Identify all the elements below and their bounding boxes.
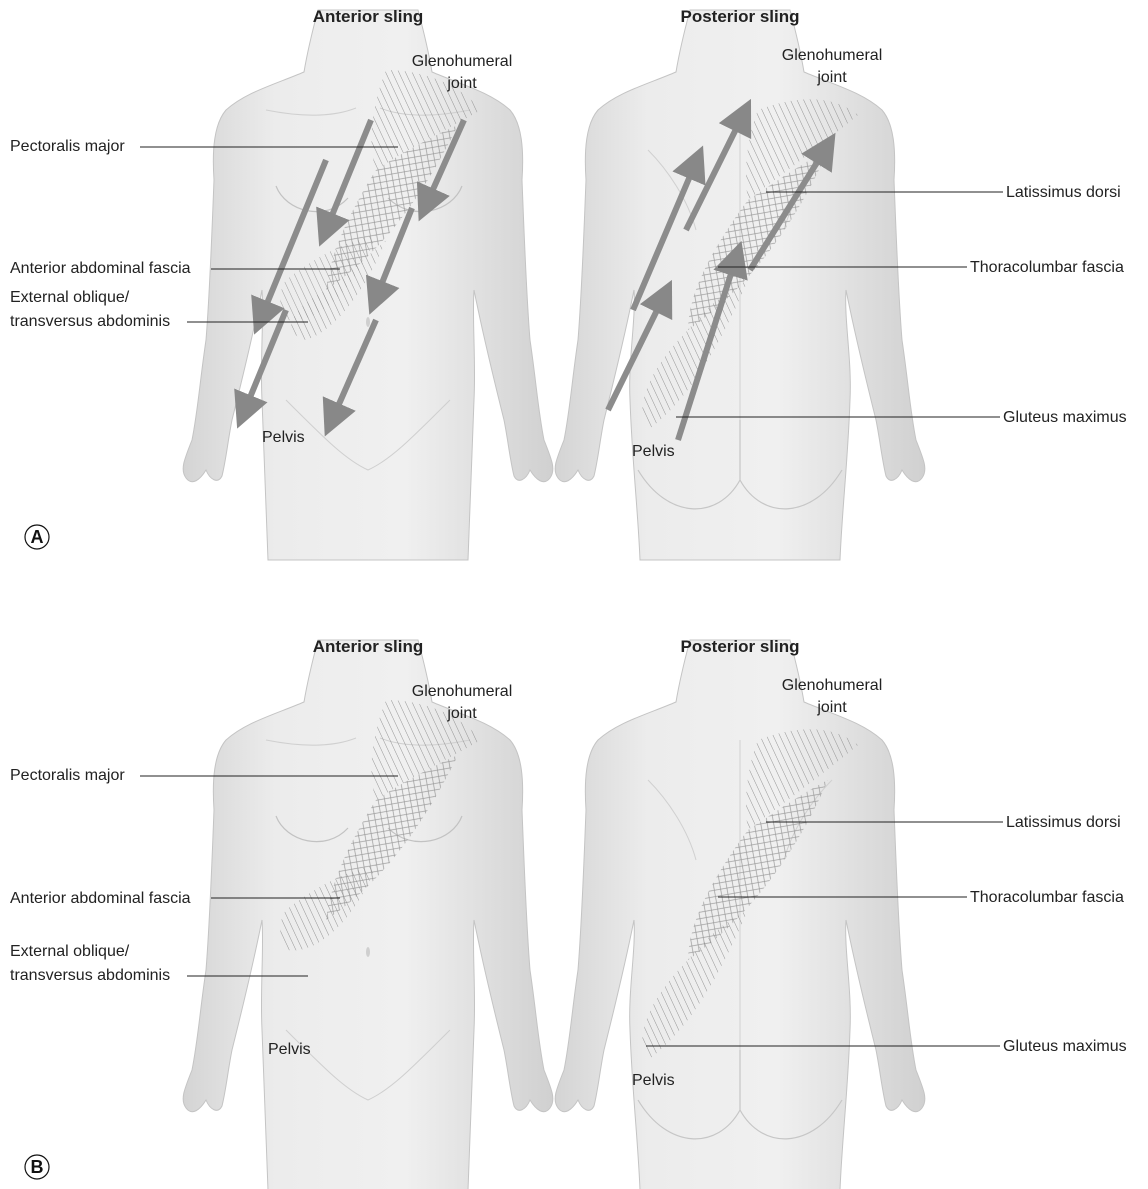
label-external-oblique-b-1: External oblique/	[10, 943, 130, 960]
label-glenohumeral-b-front-1: Glenohumeral	[412, 683, 513, 700]
label-glenohumeral-b-back-1: Glenohumeral	[782, 677, 883, 694]
label-glenohumeral-b-back-2: joint	[816, 699, 847, 716]
label-pelvis-b-front: Pelvis	[268, 1041, 311, 1058]
panel-letter-b: B	[31, 1157, 44, 1177]
posterior-sling-title-a: Posterior sling	[680, 7, 799, 26]
posterior-sling-title-b: Posterior sling	[680, 637, 799, 656]
label-glenohumeral-a-front-2: joint	[446, 75, 477, 92]
label-abdominal-fascia-a: Anterior abdominal fascia	[10, 260, 191, 277]
posterior-figure-b	[555, 640, 925, 1189]
panel-a: Anterior sling Posterior sling Glenohume…	[10, 7, 1127, 560]
label-glenohumeral-b-front-2: joint	[446, 705, 477, 722]
label-external-oblique-b-2: transversus abdominis	[10, 967, 170, 984]
label-glenohumeral-a-back-1: Glenohumeral	[782, 47, 883, 64]
label-latissimus-dorsi-b: Latissimus dorsi	[1006, 814, 1121, 831]
posterior-figure-a	[555, 10, 925, 560]
label-glenohumeral-a-front-1: Glenohumeral	[412, 53, 513, 70]
anterior-sling-title-a: Anterior sling	[313, 7, 424, 26]
label-thoracolumbar-b: Thoracolumbar fascia	[970, 889, 1124, 906]
label-pelvis-b-back: Pelvis	[632, 1072, 675, 1089]
label-pectoralis-major-b: Pectoralis major	[10, 767, 125, 784]
label-glenohumeral-a-back-2: joint	[816, 69, 847, 86]
label-abdominal-fascia-b: Anterior abdominal fascia	[10, 890, 191, 907]
label-gluteus-maximus-a: Gluteus maximus	[1003, 409, 1127, 426]
panel-letter-a: A	[31, 527, 44, 547]
label-pectoralis-major-a: Pectoralis major	[10, 138, 125, 155]
anterior-figure-a	[183, 10, 553, 560]
anterior-figure-b	[183, 640, 553, 1189]
label-external-oblique-a-line2: transversus abdominis	[10, 313, 170, 330]
label-thoracolumbar-a: Thoracolumbar fascia	[970, 259, 1124, 276]
panel-b: Anterior sling Posterior sling Glenohume…	[10, 637, 1127, 1189]
anterior-sling-title-b: Anterior sling	[313, 637, 424, 656]
label-pelvis-a-front: Pelvis	[262, 429, 305, 446]
label-external-oblique-a-line1: External oblique/	[10, 289, 130, 306]
label-gluteus-maximus-b: Gluteus maximus	[1003, 1038, 1127, 1055]
label-latissimus-dorsi-a: Latissimus dorsi	[1006, 184, 1121, 201]
label-pelvis-a-back: Pelvis	[632, 443, 675, 460]
